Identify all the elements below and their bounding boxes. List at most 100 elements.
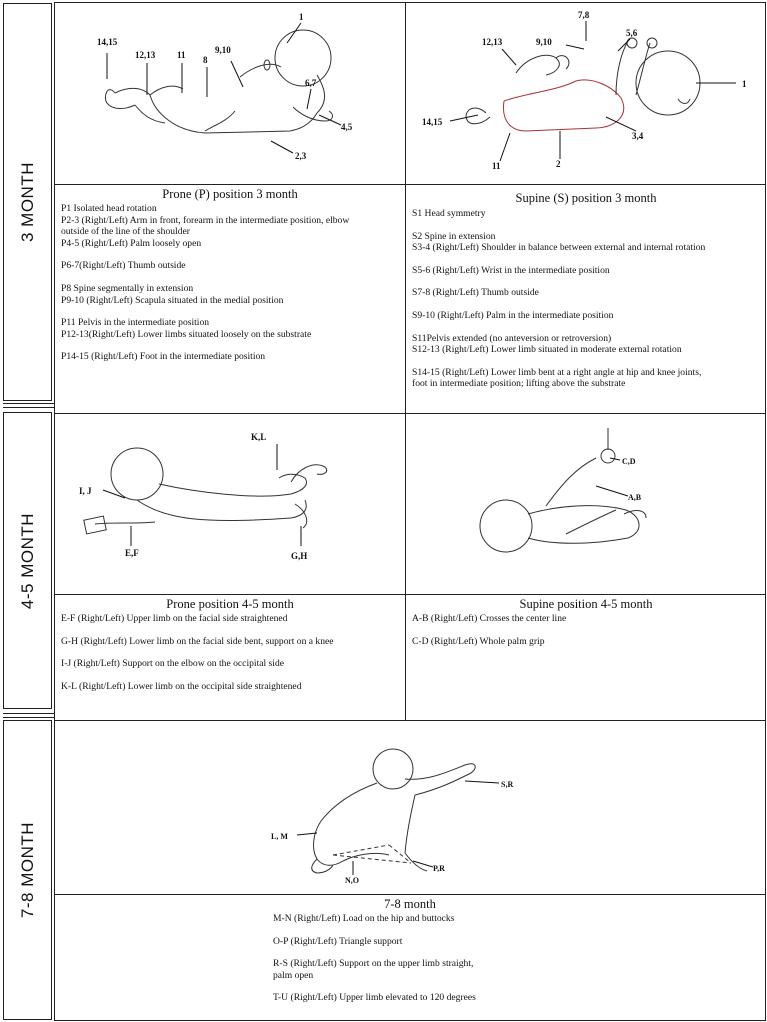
caption-gap xyxy=(61,625,405,636)
caption-gap xyxy=(61,670,405,681)
caption-line: C-D (Right/Left) Whole palm grip xyxy=(412,635,545,647)
prone-3-figure-panel: 1 14,15 12,13 11 8 9,10 6,7 4,5 2,3 xyxy=(55,3,405,184)
caption-line: A-B (Right/Left) Crosses the center line xyxy=(412,613,567,624)
prone-45-illustration: K,L I, J E,F G,H xyxy=(79,432,328,561)
caption-list: A-B (Right/Left) Crosses the center line… xyxy=(406,613,766,647)
caption-line: P9-10 (Right/Left) Scapula situated in t… xyxy=(61,294,284,306)
caption-gap xyxy=(412,299,766,310)
caption-list: S1 Head symmetry S2 Spine in extension S… xyxy=(406,208,766,390)
caption-title: Supine (S) position 3 month xyxy=(515,191,657,205)
caption-line: O-P (Right/Left) Triangle support xyxy=(273,935,403,947)
sitting78-label: S,R xyxy=(501,780,513,789)
prone3-label: 9,10 xyxy=(215,45,231,55)
supine-3-figure-panel: 7,8 5,6 12,13 9,10 1 14,15 3,4 11 2 xyxy=(405,3,766,184)
baby-head xyxy=(372,748,414,790)
prone3-label: 11 xyxy=(177,50,186,60)
month-divider xyxy=(3,713,54,718)
prone3-label: 6,7 xyxy=(305,78,317,88)
prone3-label: 12,13 xyxy=(135,50,156,60)
caption-list: P1 Isolated head rotation P2-3 (Right/Le… xyxy=(55,203,405,363)
month-label-45: 4-5 MONTH xyxy=(17,512,37,609)
caption-line: E-F (Right/Left) Upper limb on the facia… xyxy=(61,613,288,624)
figure-frame: 1 14,15 12,13 11 8 9,10 6,7 4,5 2,3 xyxy=(54,2,766,1021)
supine-3-illustration: 7,8 5,6 12,13 9,10 1 14,15 3,4 11 2 xyxy=(422,10,747,171)
supine45-label: A,B xyxy=(628,493,642,502)
caption-title: 7-8 month xyxy=(384,897,436,911)
prone-45-caption: Prone position 4-5 month E-F (Right/Left… xyxy=(55,594,405,721)
prone45-label: K,L xyxy=(251,432,266,442)
hanging-toy-icon xyxy=(600,448,616,464)
prone45-label: I, J xyxy=(79,486,92,496)
caption-line: I-J (Right/Left) Support on the elbow on… xyxy=(61,658,285,670)
caption-line: T-U (Right/Left) Upper limb elevated to … xyxy=(273,992,476,1004)
prone3-label: 4,5 xyxy=(341,122,353,132)
caption-line: R-S (Right/Left) Support on the upper li… xyxy=(273,958,474,970)
caption-line: K-L (Right/Left) Lower limb on the occip… xyxy=(61,680,302,692)
baby-body-outline xyxy=(114,87,318,134)
caption-gap xyxy=(412,625,766,636)
baby-head xyxy=(635,50,701,116)
supine3-label: 3,4 xyxy=(632,131,644,141)
caption-line: P2-3 (Right/Left) Arm in front, forearm … xyxy=(61,214,350,226)
caption-line: P8 Spine segmentally in extension xyxy=(61,282,194,294)
baby-body-outline xyxy=(527,505,640,544)
caption-gap xyxy=(412,322,766,333)
month-label-box-3: 3 MONTH xyxy=(3,3,52,401)
caption-line: S7-8 (Right/Left) Thumb outside xyxy=(412,287,539,299)
caption-line: palm open xyxy=(273,969,314,981)
prone3-label: 1 xyxy=(299,12,304,22)
month-label-78: 7-8 MONTH xyxy=(17,821,37,919)
caption-gap xyxy=(273,981,765,992)
supine3-label: 5,6 xyxy=(626,28,638,38)
prone3-label: 2,3 xyxy=(295,151,307,161)
supine45-label: C,D xyxy=(622,457,636,466)
caption-gap xyxy=(412,276,766,287)
caption-gap xyxy=(273,947,765,958)
caption-title: Prone position 4-5 month xyxy=(166,597,294,611)
caption-line: P4-5 (Right/Left) Palm loosely open xyxy=(61,237,202,249)
caption-line: P11 Pelvis in the intermediate position xyxy=(61,317,210,329)
prone3-label: 14,15 xyxy=(97,37,118,47)
caption-gap xyxy=(412,220,766,231)
caption-line: S2 Spine in extension xyxy=(412,230,496,242)
prone3-label: 8 xyxy=(203,55,208,65)
month-label-3: 3 MONTH xyxy=(17,162,37,242)
caption-line: G-H (Right/Left) Lower limb on the facia… xyxy=(61,635,334,647)
caption-gap xyxy=(412,254,766,265)
caption-line: S1 Head symmetry xyxy=(412,208,486,219)
caption-line: S12-13 (Right/Left) Lower limb situated … xyxy=(412,344,682,356)
caption-list: M-N (Right/Left) Load on the hip and but… xyxy=(55,913,765,1004)
caption-gap xyxy=(273,925,765,936)
caption-gap xyxy=(61,249,405,260)
prone-3-illustration: 1 14,15 12,13 11 8 9,10 6,7 4,5 2,3 xyxy=(97,12,353,161)
baby-body-outline xyxy=(158,473,307,497)
caption-list: E-F (Right/Left) Upper limb on the facia… xyxy=(55,613,405,692)
prone45-label: E,F xyxy=(125,548,139,558)
caption-line: S14-15 (Right/Left) Lower limb bent at a… xyxy=(412,366,702,378)
baby-head xyxy=(110,447,164,501)
sitting78-label: N,O xyxy=(345,876,359,885)
supine-45-illustration: C,D A,B xyxy=(479,428,647,553)
caption-gap xyxy=(61,340,405,351)
caption-gap xyxy=(412,356,766,367)
caption-line: foot in intermediate position; lifting a… xyxy=(412,378,626,390)
sitting-78-figure-panel: S,R L, M P,R N,O xyxy=(55,720,765,895)
supine-45-figure-panel: C,D A,B xyxy=(405,413,766,595)
month-label-box-78: 7-8 MONTH xyxy=(3,720,52,1020)
caption-gap xyxy=(61,272,405,283)
month-label-box-45: 4-5 MONTH xyxy=(3,412,52,709)
caption-line: P1 Isolated head rotation xyxy=(61,203,157,214)
caption-gap xyxy=(61,306,405,317)
month-divider xyxy=(3,403,54,408)
sitting-78-caption: 7-8 month M-N (Right/Left) Load on the h… xyxy=(55,894,765,1021)
prone-45-figure-panel: K,L I, J E,F G,H xyxy=(55,413,405,595)
baby-body-outline xyxy=(502,79,624,132)
caption-title: Supine position 4-5 month xyxy=(519,597,653,611)
caption-line: S5-6 (Right/Left) Wrist in the intermedi… xyxy=(412,264,610,276)
supine3-label: 9,10 xyxy=(536,37,552,47)
caption-line: S11Pelvis extended (no anteversion or re… xyxy=(412,332,612,344)
prone45-label: G,H xyxy=(291,551,307,561)
supine3-label: 14,15 xyxy=(422,117,443,127)
caption-line: P12-13(Right/Left) Lower limbs situated … xyxy=(61,328,312,340)
caption-line: S9-10 (Right/Left) Palm in the intermedi… xyxy=(412,309,614,321)
